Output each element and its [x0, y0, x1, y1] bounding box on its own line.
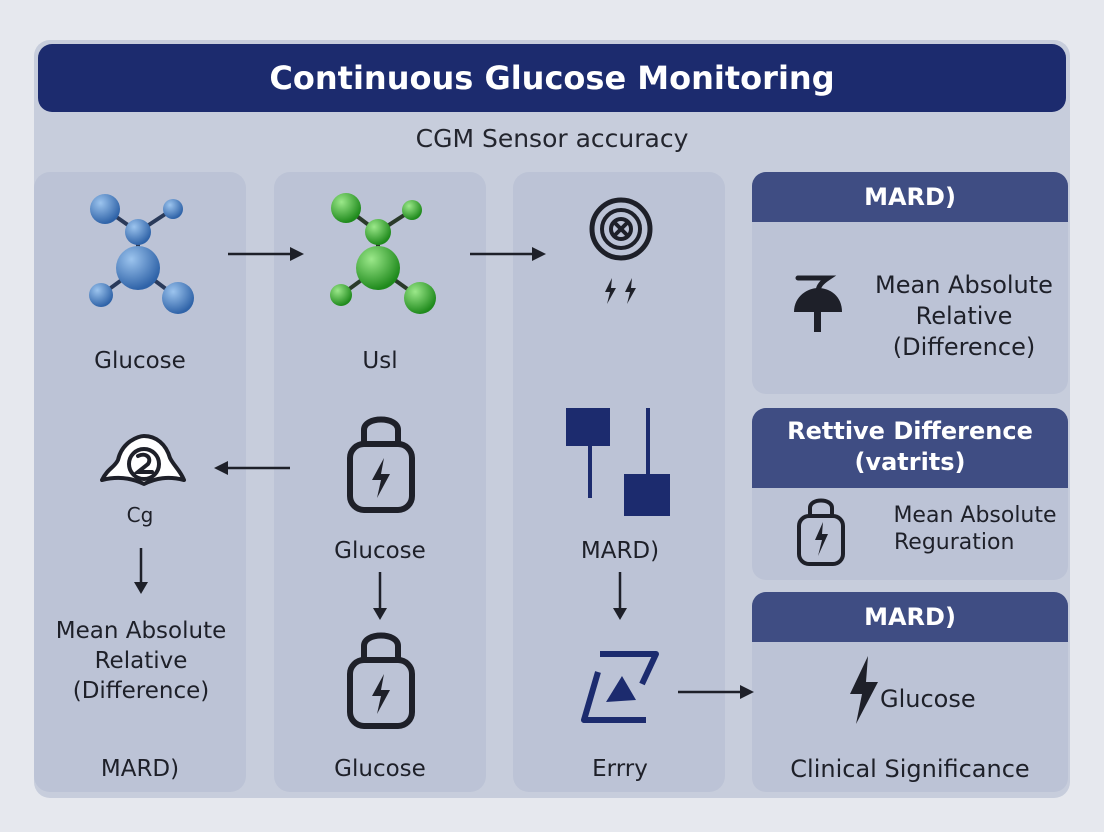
label-usl: Usl: [362, 348, 398, 374]
card-mard-title-2: MARD): [752, 592, 1068, 642]
label-errry: Errry: [592, 756, 648, 782]
battery-bolt-icon-2: [347, 632, 415, 729]
page-title: Continuous Glucose Monitoring: [269, 59, 835, 97]
stand-icon: [794, 275, 842, 332]
label-mard-col1: MARD): [100, 756, 180, 782]
target-icon: [589, 197, 653, 261]
clinical-significance-label: Clinical Significance: [790, 755, 1030, 783]
arrow-left: [214, 461, 290, 475]
arrow-down-col1: [134, 548, 148, 594]
battery-bolt-icon: [347, 416, 415, 513]
arrow-down-col3: [613, 572, 627, 620]
label-glucose-top: Glucose: [94, 348, 186, 374]
label-glucose-mid: Glucose: [334, 538, 426, 564]
card-mard-definition: MARD): [752, 172, 1068, 394]
desc-mean-absolute-col1: Mean Absolute Relative (Difference): [36, 616, 246, 706]
blue-molecule-icon: [89, 194, 194, 314]
battery-lightning-icon: [797, 498, 845, 566]
desc-col1-line3: (Difference): [72, 678, 210, 704]
sensor-dome-icon: [100, 434, 186, 486]
card1-description: Mean Absolute Relative (Difference): [858, 270, 1070, 363]
label-glucose-bottom: Glucose: [334, 756, 426, 782]
desc-col1-line1: Mean Absolute: [55, 618, 227, 644]
card-clinical-significance: MARD): [752, 592, 1068, 792]
card2-line2: Reguration: [894, 530, 1015, 555]
card2-description: Mean Absolute Reguration: [880, 502, 1070, 556]
card3-glucose-label: Glucose: [880, 685, 976, 713]
card-relative-difference-title-line2: (vatrits): [854, 448, 966, 476]
arrow-down-col2: [373, 572, 387, 620]
card-relative-difference-title-line1: Rettive Difference: [787, 417, 1033, 445]
card2-line1: Mean Absolute: [893, 503, 1057, 528]
arrow-right-2: [470, 247, 546, 261]
bolts-icon: [605, 278, 636, 304]
card-relative-difference: Rettive Difference (vatrits): [752, 408, 1068, 580]
label-cg: Cg: [126, 503, 154, 527]
page-subtitle: CGM Sensor accuracy: [415, 124, 689, 153]
flag-blocks-icon: [566, 408, 670, 516]
title-banner: Continuous Glucose Monitoring: [38, 44, 1066, 112]
lightning-icon: [850, 656, 878, 724]
arrow-right-3: [678, 685, 754, 699]
card1-line3: (Difference): [892, 333, 1036, 361]
label-mard-col3: MARD): [580, 538, 660, 564]
card1-line1: Mean Absolute: [875, 271, 1053, 299]
desc-col1-line2: Relative: [94, 648, 188, 674]
card-mard-title: MARD): [752, 172, 1068, 222]
card1-line2: Relative: [915, 302, 1013, 330]
card-relative-difference-title: Rettive Difference (vatrits): [752, 408, 1068, 488]
arrow-right-1: [228, 247, 304, 261]
layers-icon: [581, 651, 659, 723]
green-molecule-icon: [330, 193, 436, 314]
